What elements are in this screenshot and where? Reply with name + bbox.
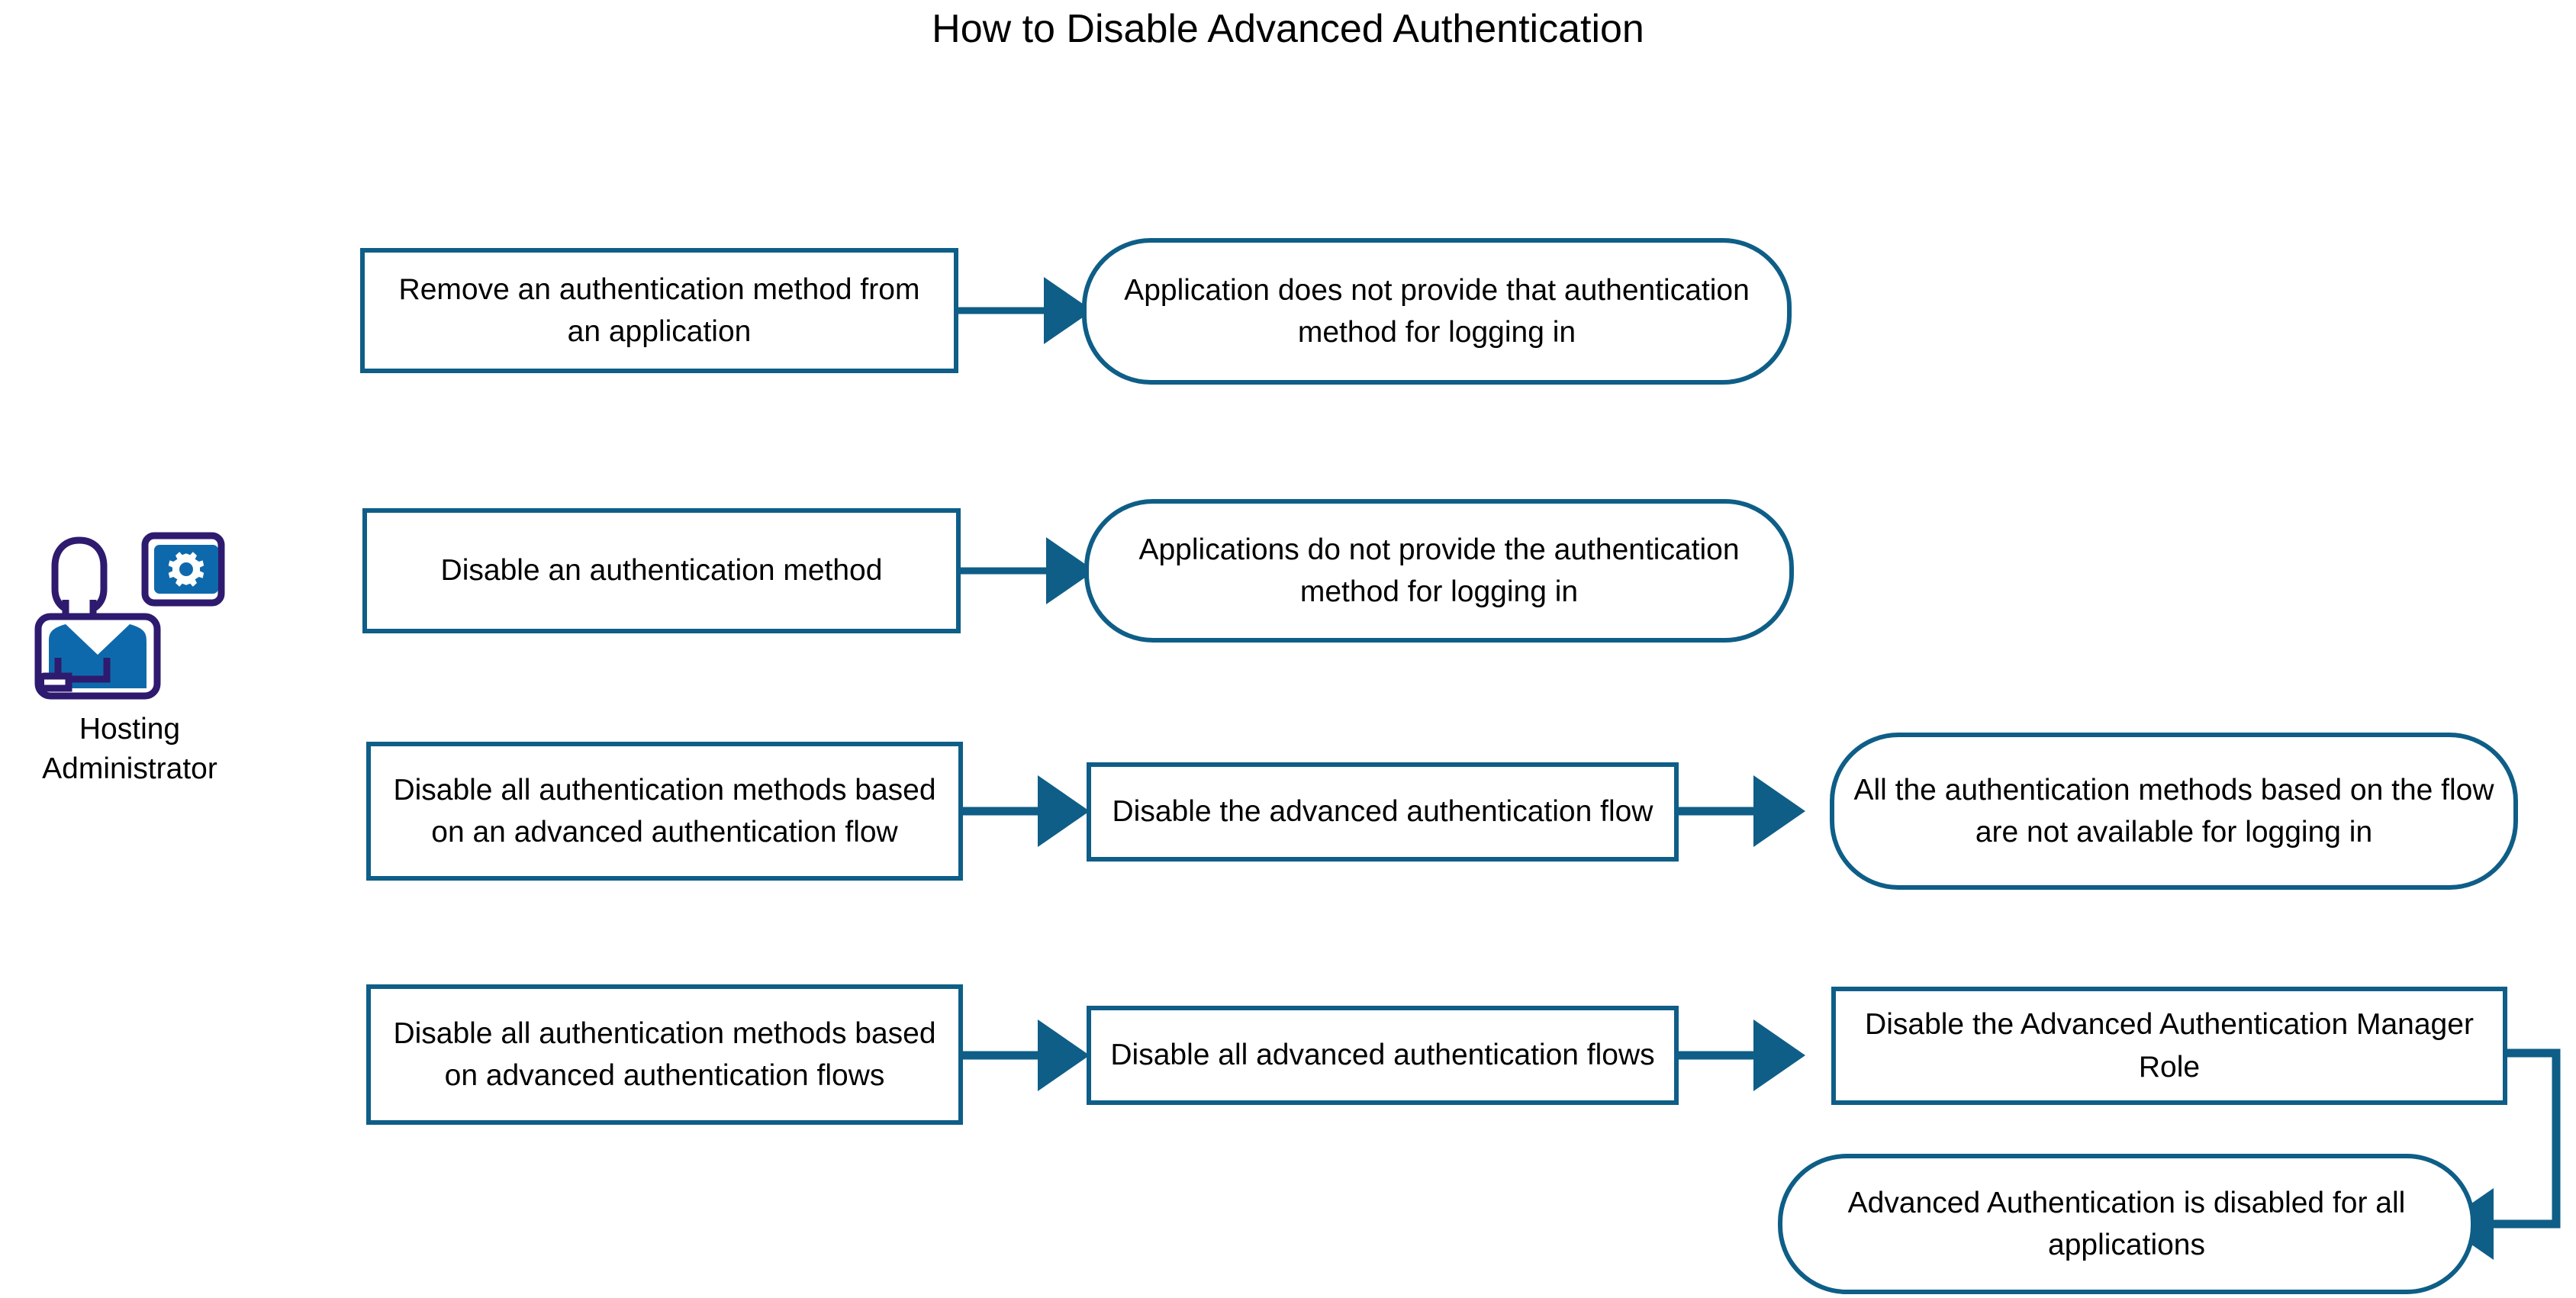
node-advanced-authentication-disabled-all-applications[interactable]: Advanced Authentication is disabled for … xyxy=(1778,1154,2475,1294)
actor-label: Hosting Administrator xyxy=(42,713,217,785)
page-title: How to Disable Advanced Authentication xyxy=(932,7,1644,51)
connector-r4-n2-to-r4-n3 xyxy=(1677,1019,1805,1091)
connector-r4-n1-to-r4-n2 xyxy=(963,1019,1090,1091)
node-text: Advanced Authentication is disabled for … xyxy=(1847,1186,2406,1261)
node-application-does-not-provide-method[interactable]: Application does not provide that authen… xyxy=(1082,238,1792,385)
node-text: Disable the advanced authentication flow xyxy=(1112,795,1653,829)
node-disable-the-advanced-authentication-flow[interactable]: Disable the advanced authentication flow xyxy=(1087,762,1679,862)
node-disable-advanced-authentication-manager-role[interactable]: Disable the Advanced Authentication Mana… xyxy=(1831,987,2507,1105)
node-text: Application does not provide that authen… xyxy=(1124,273,1750,349)
admin-person-gear-icon xyxy=(34,532,225,700)
node-text: Remove an authentication method from an … xyxy=(398,272,920,348)
node-text: Disable all advanced authentication flow… xyxy=(1110,1039,1655,1072)
node-applications-do-not-provide-method[interactable]: Applications do not provide the authenti… xyxy=(1084,499,1794,643)
node-all-methods-based-on-flow-unavailable[interactable]: All the authentication methods based on … xyxy=(1830,733,2518,890)
connector-r3-n2-to-r3-n3 xyxy=(1677,775,1805,847)
node-text: Disable all authentication methods based… xyxy=(393,1016,936,1092)
connector-r1-n1-to-r1-n2 xyxy=(958,277,1093,344)
node-disable-all-methods-based-on-flows[interactable]: Disable all authentication methods based… xyxy=(366,984,963,1125)
node-text: Disable an authentication method xyxy=(440,554,883,588)
node-text: All the authentication methods based on … xyxy=(1853,773,2494,849)
connector-r3-n1-to-r3-n2 xyxy=(963,775,1090,847)
actor-hosting-administrator: Hosting Administrator xyxy=(31,527,229,789)
node-remove-auth-method-from-application[interactable]: Remove an authentication method from an … xyxy=(360,248,958,373)
node-disable-all-methods-based-on-a-flow[interactable]: Disable all authentication methods based… xyxy=(366,742,963,881)
node-disable-an-authentication-method[interactable]: Disable an authentication method xyxy=(362,508,961,633)
node-text: Applications do not provide the authenti… xyxy=(1138,533,1740,608)
node-text: Disable the Advanced Authentication Mana… xyxy=(1865,1008,2474,1084)
node-text: Disable all authentication methods based… xyxy=(393,773,936,849)
node-disable-all-advanced-authentication-flows[interactable]: Disable all advanced authentication flow… xyxy=(1087,1006,1679,1105)
connector-r2-n1-to-r2-n2 xyxy=(960,537,1095,604)
